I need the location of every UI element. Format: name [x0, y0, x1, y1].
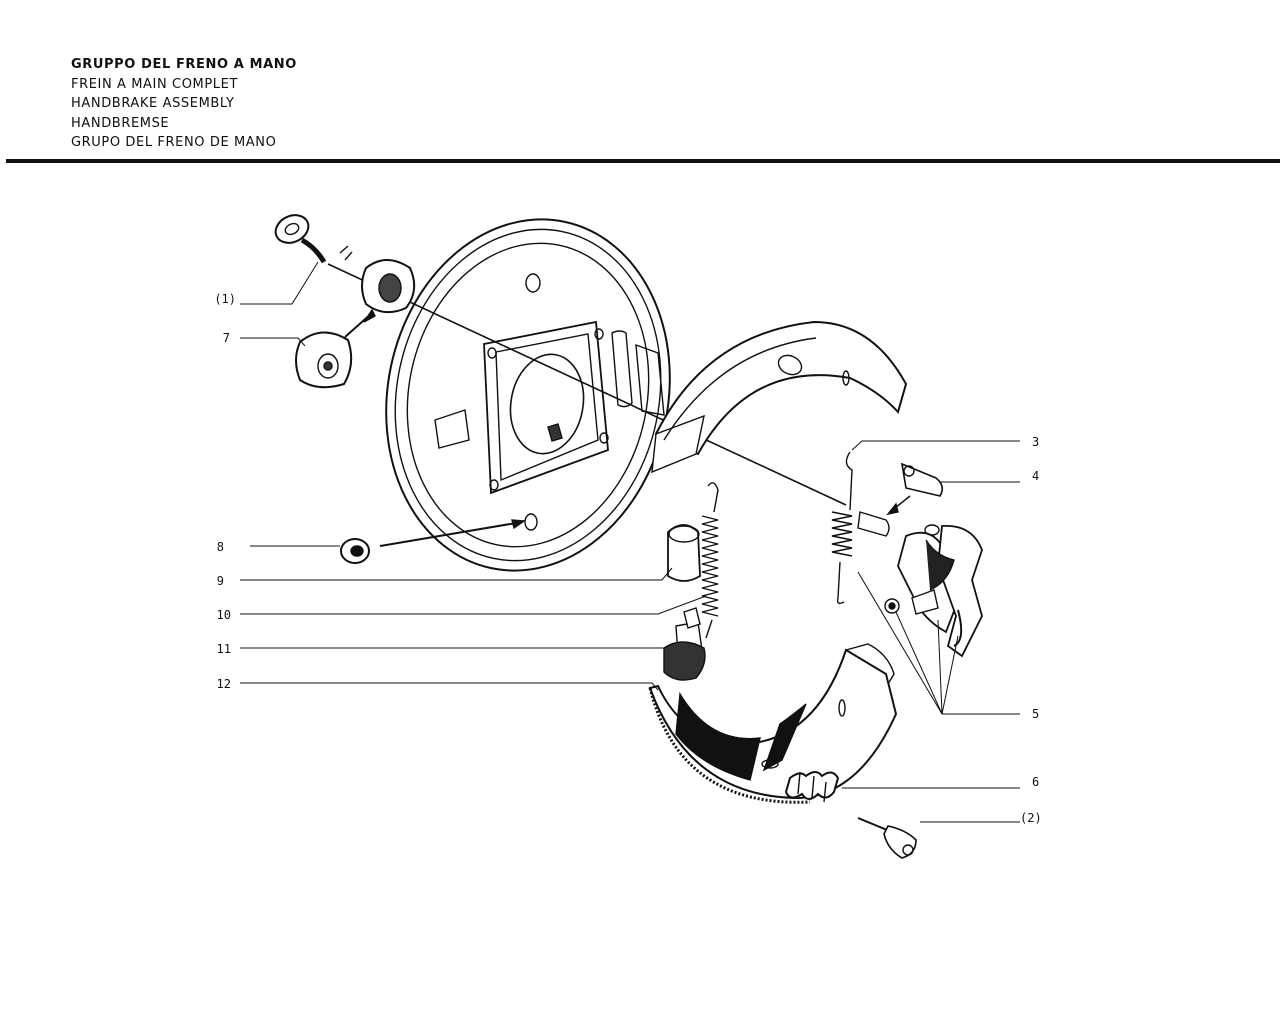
- title-english: HANDBRAKE ASSEMBLY: [71, 96, 235, 111]
- brake-shoe-upper: [651, 320, 908, 474]
- title-italian: GRUPPO DEL FRENO A MANO: [71, 57, 297, 72]
- title-spanish: GRUPO DEL FRENO DE MANO: [71, 135, 277, 150]
- callout-8: 8: [216, 540, 224, 554]
- brake-shoe-lower: [648, 643, 898, 804]
- callout-10: 10: [216, 608, 231, 622]
- return-spring-upper: [831, 451, 853, 605]
- callout-11: 11: [216, 642, 231, 656]
- tension-spring: [701, 482, 719, 639]
- rubber-grommet: [295, 259, 416, 389]
- callout-2: (2): [1020, 811, 1042, 825]
- callout-1: (1): [214, 292, 236, 306]
- hold-down-pin: [857, 817, 917, 859]
- leader-lines: [240, 261, 1020, 823]
- callout-9: 9: [216, 574, 224, 588]
- handbrake-cable: [274, 214, 847, 506]
- callout-3: 3: [1032, 435, 1040, 449]
- clevis: [857, 462, 944, 537]
- callout-7: 7: [222, 331, 230, 345]
- lever-assembly: [884, 524, 983, 658]
- title-block: GRUPPO DEL FRENO A MANO FREIN A MAIN COM…: [71, 55, 297, 153]
- plug-washer: [340, 519, 526, 564]
- callout-4: 4: [1032, 469, 1040, 483]
- callout-5: 5: [1032, 707, 1040, 721]
- callout-12: 12: [216, 677, 231, 691]
- header-rule: [6, 159, 1280, 163]
- hold-down-spring: [784, 771, 840, 803]
- callout-6: 6: [1032, 775, 1040, 789]
- backing-plate: [385, 218, 671, 572]
- adjuster: [663, 524, 706, 681]
- title-german: HANDBREMSE: [71, 115, 170, 131]
- title-french: FREIN A MAIN COMPLET: [71, 76, 239, 92]
